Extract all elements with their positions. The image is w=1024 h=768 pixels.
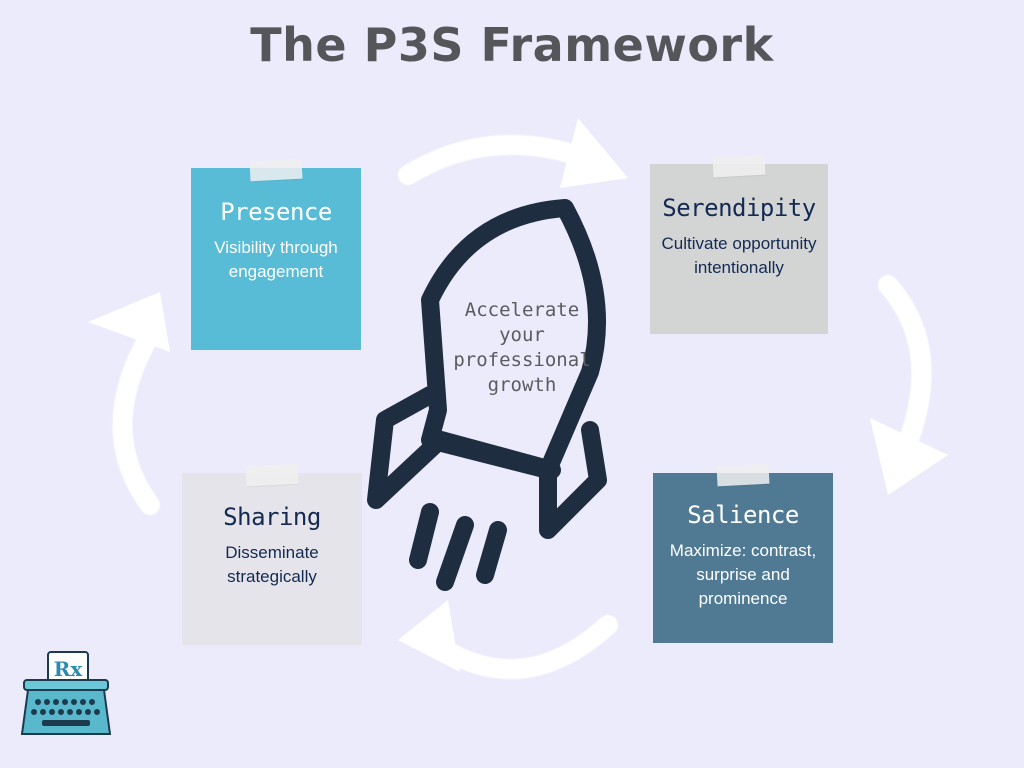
rocket-center-text: Accelerate your professional growth (453, 299, 591, 396)
note-body: Visibility through engagement (214, 238, 338, 281)
note-presence: Presence Visibility through engagement (191, 158, 361, 350)
note-salience: Salience Maximize: contrast, surprise an… (653, 463, 833, 643)
rocket-left-fin (367, 386, 447, 509)
note-body: Disseminate strategically (225, 543, 319, 586)
rocket-exhaust-1 (409, 503, 439, 569)
rocket-band (425, 429, 561, 479)
arrow-left (112, 325, 160, 515)
note-serendipity: Serendipity Cultivate opportunity intent… (650, 154, 828, 334)
note-heading: Serendipity (662, 194, 816, 222)
arrow-top (398, 134, 595, 185)
typewriter-logo-icon: Rx (20, 651, 112, 735)
rocket-exhaust-2 (436, 516, 474, 591)
rocket-exhaust-3 (476, 521, 507, 584)
arrowhead-bottom (398, 600, 460, 672)
logo-text: Rx (54, 657, 84, 681)
note-body: Cultivate opportunity intentionally (661, 234, 817, 277)
arrow-right (878, 275, 932, 460)
note-body: Maximize: contrast, surprise and promine… (669, 541, 817, 608)
note-heading: Sharing (223, 503, 321, 531)
arrowhead-top (560, 118, 628, 188)
arrowhead-right (870, 418, 948, 495)
rocket-body (421, 199, 606, 479)
note-heading: Presence (220, 198, 332, 226)
note-heading: Salience (687, 501, 799, 529)
arrowhead-left (88, 292, 170, 352)
page-title: The P3S Framework (250, 18, 774, 72)
rocket-right-fin (539, 421, 607, 539)
note-sharing: Sharing Disseminate strategically (182, 463, 362, 645)
